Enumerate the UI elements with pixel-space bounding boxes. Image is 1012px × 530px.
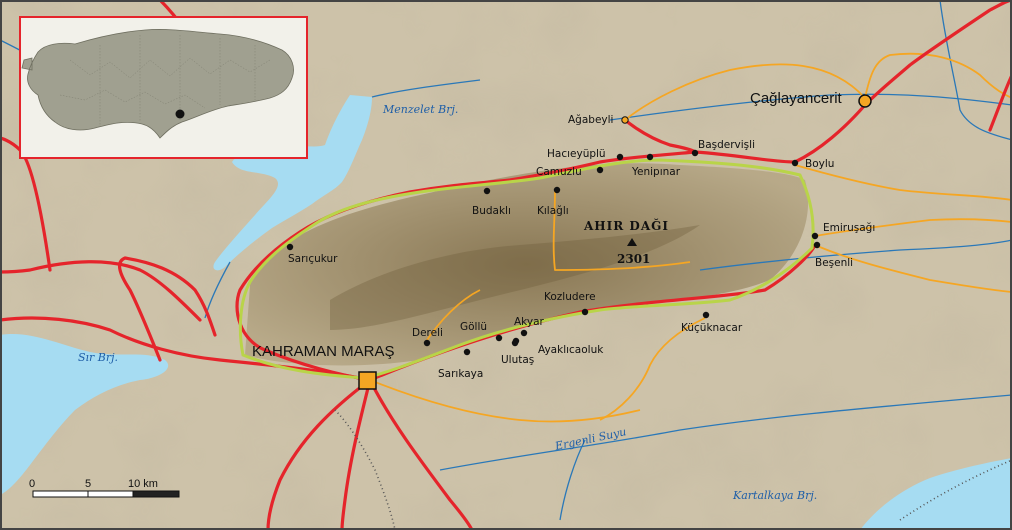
- ergenli-river: [439, 394, 1012, 471]
- village-label-kozludere: Kozludere: [544, 291, 596, 303]
- minor-road-south: [369, 379, 641, 423]
- village-dot-akyar[interactable]: [520, 329, 528, 337]
- minor-road-inner: [552, 189, 691, 271]
- sir-label: Sır Brj.: [78, 351, 118, 364]
- river-north: [609, 93, 1012, 121]
- village-label-gollu: Göllü: [460, 321, 487, 333]
- village-label-agabeyli: Ağabeyli: [568, 114, 613, 126]
- village-dot-saricukur[interactable]: [286, 243, 294, 251]
- village-label-kilagli: Kılağlı: [537, 205, 569, 217]
- study-area-outline: [238, 158, 815, 380]
- inset-turkey-shape: [21, 29, 294, 139]
- village-dot-gollu[interactable]: [495, 334, 503, 342]
- village-label-saricukur: Sarıçukur: [288, 253, 338, 265]
- main-road-south-3: [266, 378, 372, 530]
- minor-road-emirusagi: [814, 218, 1012, 237]
- village-label-besenli: Beşenli: [815, 257, 853, 269]
- village-dot-boylu[interactable]: [791, 159, 799, 167]
- minor-road-besenli: [814, 244, 1012, 293]
- railway-line-south: [334, 409, 396, 530]
- mountain-ridge-shadow: [330, 225, 700, 330]
- menzelet-reservoir: [213, 95, 372, 271]
- river-east: [699, 239, 1012, 271]
- village-dot-kilagli[interactable]: [553, 186, 561, 194]
- village-label-emirusagi: Emiruşağı: [823, 222, 875, 234]
- main-road-west-1: [0, 316, 372, 382]
- village-label-yenipinar: Yenipınar: [631, 166, 681, 178]
- caglayancerit-marker-icon[interactable]: [858, 94, 872, 108]
- village-dot-agabeyli[interactable]: [621, 116, 629, 124]
- minor-road-caglayancerit-north: [864, 52, 1012, 99]
- main-road-west-3: [117, 256, 217, 362]
- village-label-camuzlu: Camuzlu: [536, 166, 582, 178]
- village-dot-budakli[interactable]: [483, 187, 491, 195]
- main-road-south-1: [340, 378, 372, 530]
- menzelet-label: Menzelet Brj.: [382, 103, 458, 116]
- village-dot-emirusagi[interactable]: [811, 232, 819, 240]
- main-road-agabeyli: [623, 118, 697, 154]
- scale-segment-white: [32, 490, 134, 498]
- main-city-label: KAHRAMAN MARAŞ: [252, 343, 395, 360]
- inset-provinces: [59, 35, 271, 125]
- main-road-west-2: [0, 260, 202, 322]
- railway: [334, 409, 1012, 530]
- minor-roads: [369, 52, 1012, 423]
- minor-road-kucuknacar: [599, 317, 706, 421]
- mountain-relief: [245, 163, 809, 366]
- village-dot-dereli[interactable]: [423, 339, 431, 347]
- minor-road-agabeyli: [624, 63, 866, 121]
- village-dot-besenli[interactable]: [813, 241, 821, 249]
- village-label-ayaklicaoluk: Ayaklıcaoluk: [538, 344, 604, 356]
- village-dot-kozludere[interactable]: [581, 308, 589, 316]
- village-label-hacieyuplu: Hacıeyüplü: [547, 148, 606, 160]
- village-dot-hacieyuplu[interactable]: [616, 153, 624, 161]
- village-dot-basdervisli[interactable]: [691, 149, 699, 157]
- district-center-label: Çağlayancerit: [750, 90, 843, 107]
- peak-triangle-icon: [627, 238, 637, 246]
- kartalkaya-label: Kartalkaya Brj.: [732, 489, 817, 502]
- village-dot-kucuknacar[interactable]: [702, 311, 710, 319]
- scale-label-10: 10 km: [128, 478, 158, 490]
- minor-road-dereli: [424, 289, 481, 344]
- village-label-boylu: Boylu: [805, 158, 834, 170]
- village-markers: [286, 116, 821, 356]
- scale-bar: 0 5 10 km: [29, 478, 180, 498]
- mountain-elevation-label: 2301: [617, 252, 650, 266]
- village-label-akyar: Akyar: [514, 316, 545, 328]
- scale-label-5: 5: [85, 478, 91, 490]
- railway-line-east: [899, 459, 1012, 521]
- scale-segment-black: [132, 490, 180, 498]
- village-label-sarikaya: Sarıkaya: [438, 368, 483, 380]
- mountain-name-label: AHIR DAĞI: [583, 217, 669, 233]
- village-label-budakli: Budaklı: [472, 205, 511, 217]
- kahramanmaras-marker-icon[interactable]: [358, 371, 377, 390]
- river-menzelet-feeder: [371, 79, 481, 98]
- sir-reservoir: [0, 333, 169, 495]
- village-dot-ulutas[interactable]: [511, 339, 519, 347]
- main-road-south-2: [368, 378, 474, 530]
- village-label-basdervisli: Başdervişli: [698, 139, 755, 151]
- village-label-dereli: Dereli: [412, 327, 443, 339]
- inset-location-dot: [175, 109, 185, 119]
- main-road-caglayancerit-north: [863, 0, 1012, 107]
- village-dot-sarikaya[interactable]: [463, 348, 471, 356]
- village-label-ulutas: Ulutaş: [501, 354, 534, 366]
- village-dot-yenipinar[interactable]: [646, 153, 654, 161]
- minor-road-east-spur: [794, 164, 1012, 201]
- river-ne: [939, 0, 1012, 141]
- kartalkaya-reservoir: [860, 458, 1012, 530]
- village-dot-camuzlu[interactable]: [596, 166, 604, 174]
- village-label-kucuknacar: Küçüknacar: [681, 322, 743, 334]
- inset-map: [19, 16, 308, 159]
- scale-label-0: 0: [29, 478, 35, 490]
- river-south: [559, 439, 586, 521]
